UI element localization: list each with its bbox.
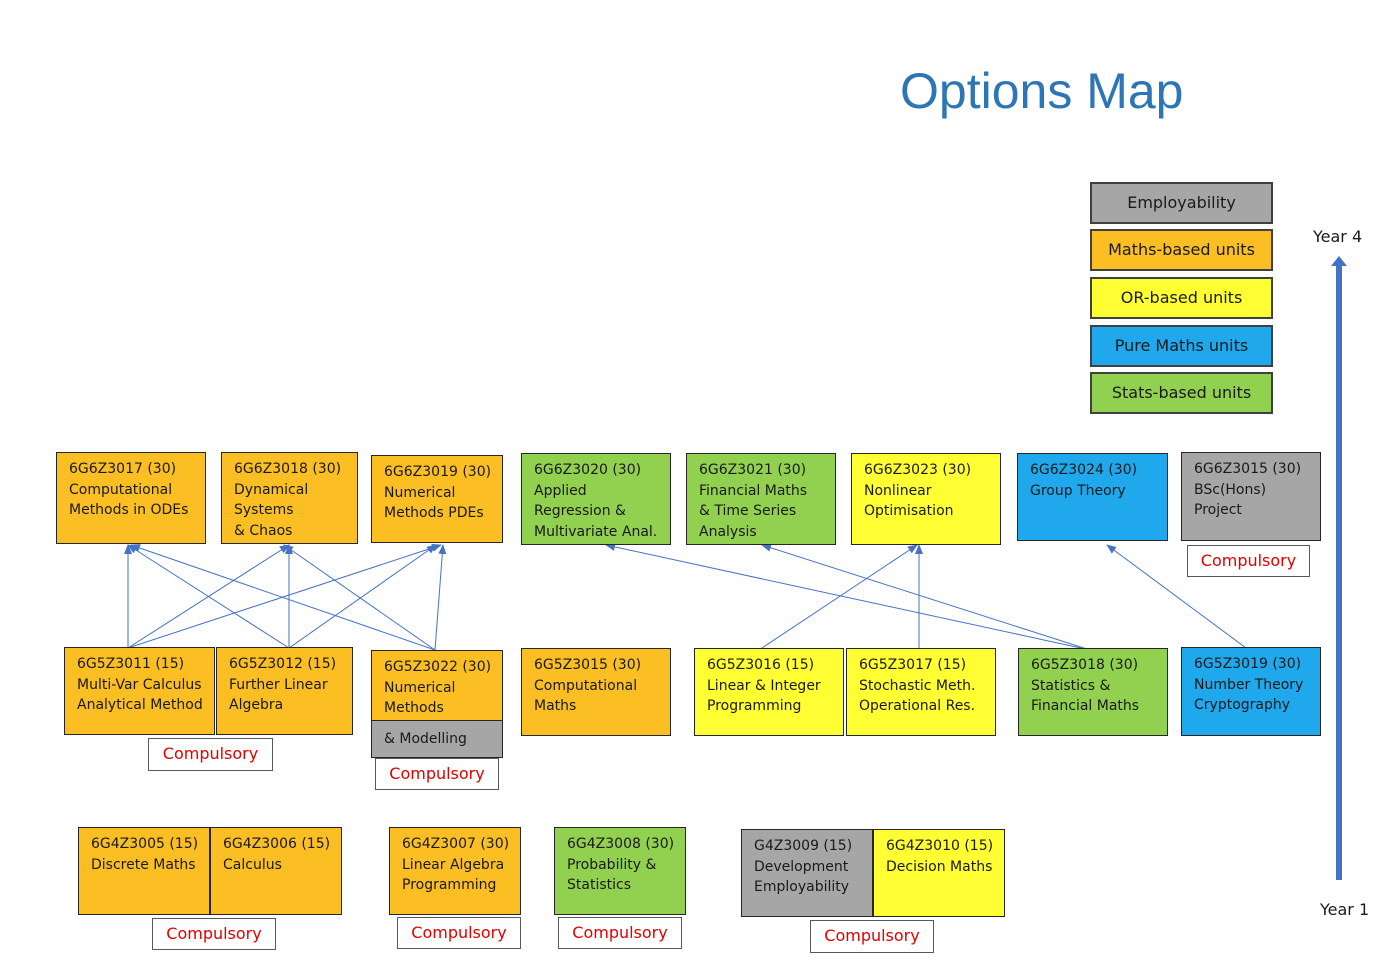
unit-6g6z3018: 6G6Z3018 (30) Dynamical Systems & Chaos [221, 452, 358, 544]
legend-employability: Employability [1090, 182, 1273, 224]
unit-6g5z3018: 6G5Z3018 (30) Statistics & Financial Mat… [1018, 648, 1168, 736]
unit-6g5z3017: 6G5Z3017 (15) Stochastic Meth. Operation… [846, 648, 996, 736]
legend-or-based: OR-based units [1090, 277, 1273, 319]
unit-6g5z3022: 6G5Z3022 (30) Numerical Methods [371, 650, 503, 722]
unit-6g5z3015: 6G5Z3015 (30) Computational Maths [521, 648, 671, 736]
arrow-5011-3019 [127, 544, 442, 649]
unit-6g4z3007: 6G4Z3007 (30) Linear Algebra Programming [389, 827, 521, 915]
unit-6g5z3022-modelling: & Modelling [371, 720, 503, 758]
unit-6g6z3023: 6G6Z3023 (30) Nonlinear Optimisation [851, 453, 1001, 545]
unit-6g4z3008: 6G4Z3008 (30) Probability & Statistics [554, 827, 686, 915]
arrow-5022-3017 [130, 544, 436, 651]
compulsory-badge-y1-probability: Compulsory [558, 917, 682, 949]
unit-6g5z3012: 6G5Z3012 (15) Further Linear Algebra [216, 647, 353, 735]
legend-pure-maths: Pure Maths units [1090, 325, 1273, 367]
unit-6g4z3006: 6G4Z3006 (15) Calculus [210, 827, 342, 915]
unit-6g6z3021: 6G6Z3021 (30) Financial Maths & Time Ser… [686, 453, 836, 545]
arrow-5019-3024 [1106, 544, 1247, 649]
arrow-5018-3021 [761, 543, 1091, 651]
unit-6g5z3019: 6G5Z3019 (30) Number Theory Cryptography [1181, 647, 1321, 736]
unit-6g5z3011: 6G5Z3011 (15) Multi-Var Calculus Analyti… [64, 647, 215, 735]
compulsory-badge-y2-calculus-algebra: Compulsory [148, 738, 273, 771]
arrow-5012-3019 [288, 544, 437, 649]
unit-6g6z3019: 6G6Z3019 (30) Numerical Methods PDEs [371, 455, 503, 543]
compulsory-badge-y2-numerical: Compulsory [375, 758, 499, 790]
year-4-label: Year 4 [1313, 227, 1363, 246]
unit-6g6z3017: 6G6Z3017 (30) Computational Methods in O… [56, 452, 206, 544]
unit-6g6z3024: 6G6Z3024 (30) Group Theory [1017, 453, 1168, 541]
arrow-5022-3018 [283, 544, 436, 651]
compulsory-badge-y1-discrete-calculus: Compulsory [152, 918, 276, 950]
unit-6g5z3016: 6G5Z3016 (15) Linear & Integer Programmi… [694, 648, 844, 736]
compulsory-badge-y1-linear-algebra: Compulsory [397, 917, 521, 949]
arrow-5016-3023 [761, 544, 918, 649]
legend-stats-based: Stats-based units [1090, 372, 1273, 414]
year-axis [1331, 256, 1347, 880]
page-title: Options Map [900, 63, 1184, 119]
legend-maths-based: Maths-based units [1090, 229, 1273, 271]
arrow-5022-3019 [434, 544, 447, 651]
unit-g4z3009: G4Z3009 (15) Development Employability [741, 829, 873, 917]
unit-6g4z3010: 6G4Z3010 (15) Decision Maths [873, 829, 1005, 917]
unit-6g4z3005: 6G4Z3005 (15) Discrete Maths [78, 827, 210, 915]
year-1-label: Year 1 [1320, 900, 1370, 919]
unit-6g6z3020: 6G6Z3020 (30) Applied Regression & Multi… [521, 453, 671, 545]
unit-6g6z3015-project: 6G6Z3015 (30) BSc(Hons) Project [1181, 452, 1321, 541]
arrow-5018-3020 [605, 542, 1091, 651]
compulsory-badge-project: Compulsory [1187, 545, 1310, 577]
compulsory-badge-y1-development: Compulsory [810, 920, 934, 953]
arrow-5012-3017 [127, 544, 290, 649]
